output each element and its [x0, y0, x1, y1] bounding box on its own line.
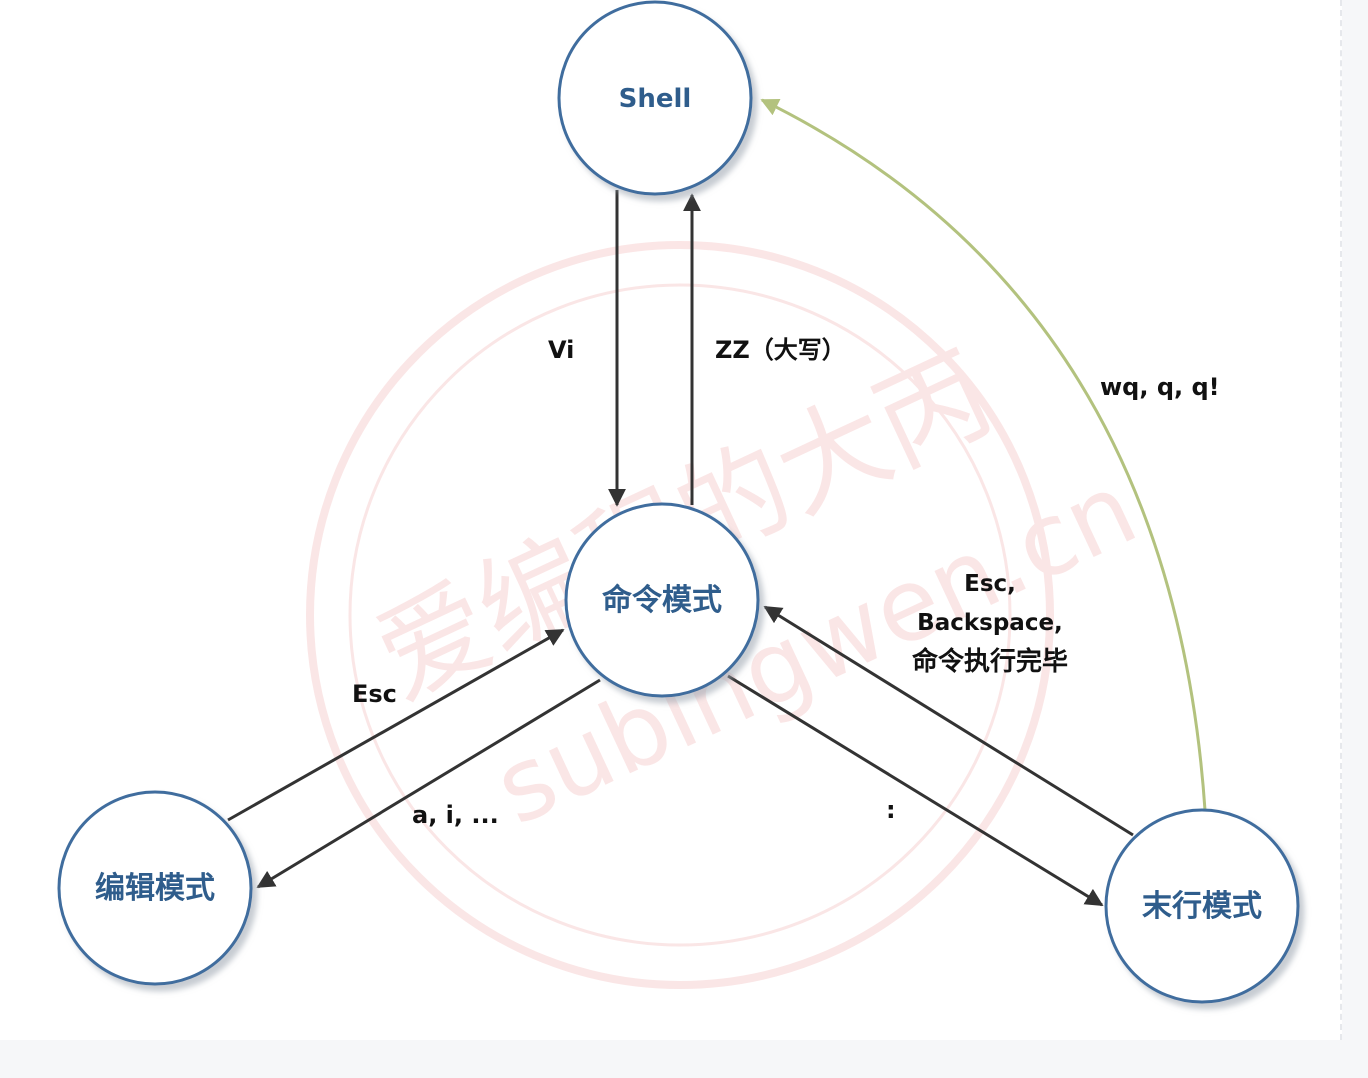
- node-lastline-mode: 末行模式: [1104, 808, 1300, 1004]
- label-esc-backspace-3: 命令执行完毕: [912, 646, 1068, 677]
- node-shell: Shell: [557, 0, 753, 196]
- state-diagram: 爱编程的大丙 subingwen.cn Vi ZZ（大写） wq, q, q! …: [57, 0, 1300, 1004]
- node-command-label: 命令模式: [602, 583, 722, 618]
- edge-command-to-edit: [256, 678, 601, 889]
- edge-lastline-to-command: [763, 605, 1134, 837]
- edges: [227, 98, 1207, 907]
- label-vi: Vi: [548, 336, 574, 364]
- node-lastline-circle: [1104, 808, 1300, 1004]
- label-wq: wq, q, q!: [1100, 373, 1220, 401]
- node-edit-label: 编辑模式: [95, 871, 215, 906]
- label-colon: :: [886, 796, 896, 824]
- watermark-ring-inner: [348, 283, 1012, 947]
- edge-labels: Vi ZZ（大写） wq, q, q! Esc a, i, ... : Esc,…: [352, 336, 1220, 829]
- diagram-canvas: 爱编程的大丙 subingwen.cn Vi ZZ（大写） wq, q, q! …: [57, 0, 1342, 1040]
- node-lastline-label: 末行模式: [1142, 889, 1262, 924]
- label-esc-backspace-2: Backspace,: [917, 610, 1063, 636]
- label-insert-keys: a, i, ...: [412, 801, 499, 829]
- label-esc-backspace-1: Esc,: [964, 571, 1016, 597]
- node-command-circle: [564, 502, 760, 698]
- watermark-ring: [306, 241, 1054, 989]
- node-command-mode: 命令模式: [564, 502, 760, 698]
- node-shell-label: Shell: [619, 84, 692, 114]
- label-zz: ZZ（大写）: [715, 336, 846, 364]
- edge-command-to-lastline: [727, 674, 1104, 907]
- edge-lastline-to-shell: [760, 98, 1207, 811]
- node-shell-circle: [557, 0, 753, 196]
- edge-edit-to-command: [227, 628, 565, 822]
- node-edit-mode: 编辑模式: [57, 790, 253, 986]
- node-edit-circle: [57, 790, 253, 986]
- label-esc: Esc: [352, 680, 397, 708]
